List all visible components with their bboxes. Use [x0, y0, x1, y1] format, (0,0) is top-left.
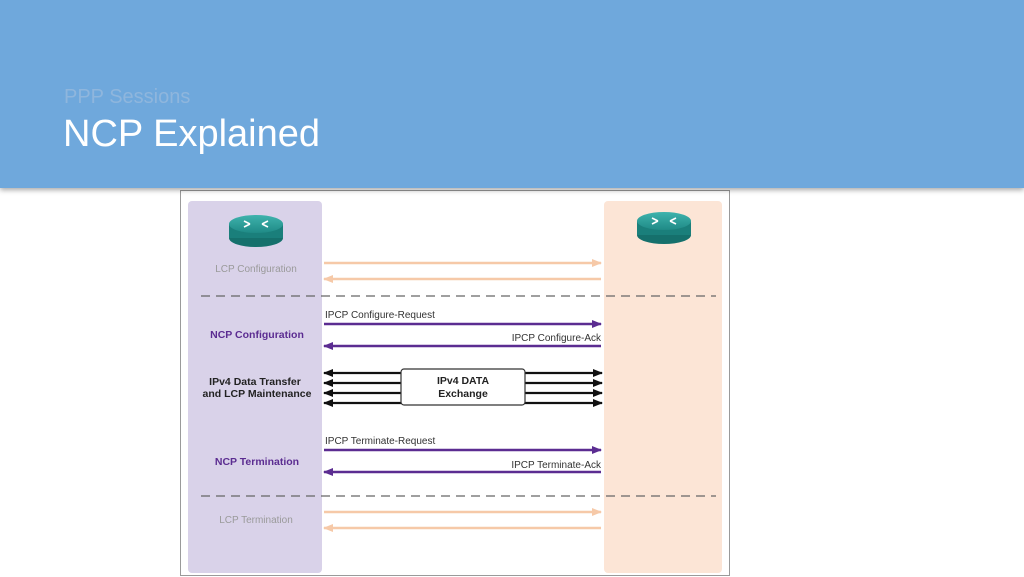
message-terminate-request: IPCP Terminate-Request — [325, 436, 435, 447]
exchange-box-line1: IPv4 DATA — [437, 375, 490, 387]
phase-label-data-transfer-line2: and LCP Maintenance — [203, 388, 312, 400]
message-configure-ack: IPCP Configure-Ack — [512, 333, 602, 344]
phase-label-ncp-configuration: NCP Configuration — [210, 329, 304, 341]
router-icon — [229, 215, 283, 247]
data-exchange-arrows — [323, 369, 603, 407]
phase-label-lcp-termination: LCP Termination — [219, 515, 293, 526]
ncp-session-diagram: LCP Configuration NCP Configuration IPv4… — [180, 190, 730, 576]
exchange-box-line2: Exchange — [438, 388, 488, 400]
slide-header: PPP Sessions NCP Explained — [0, 0, 1024, 188]
data-exchange-box — [400, 368, 526, 406]
message-configure-request: IPCP Configure-Request — [325, 310, 435, 321]
message-terminate-ack: IPCP Terminate-Ack — [511, 460, 602, 471]
slide-title: NCP Explained — [63, 113, 321, 155]
router-icon — [637, 212, 691, 244]
left-device-panel — [188, 201, 322, 573]
right-device-panel — [604, 201, 722, 573]
sequence-diagram-svg: LCP Configuration NCP Configuration IPv4… — [188, 201, 722, 573]
phase-label-data-transfer-line1: IPv4 Data Transfer — [209, 376, 301, 388]
phase-label-lcp-configuration: LCP Configuration — [215, 264, 297, 275]
slide-subtitle: PPP Sessions — [64, 86, 191, 108]
phase-label-ncp-termination: NCP Termination — [215, 456, 299, 468]
